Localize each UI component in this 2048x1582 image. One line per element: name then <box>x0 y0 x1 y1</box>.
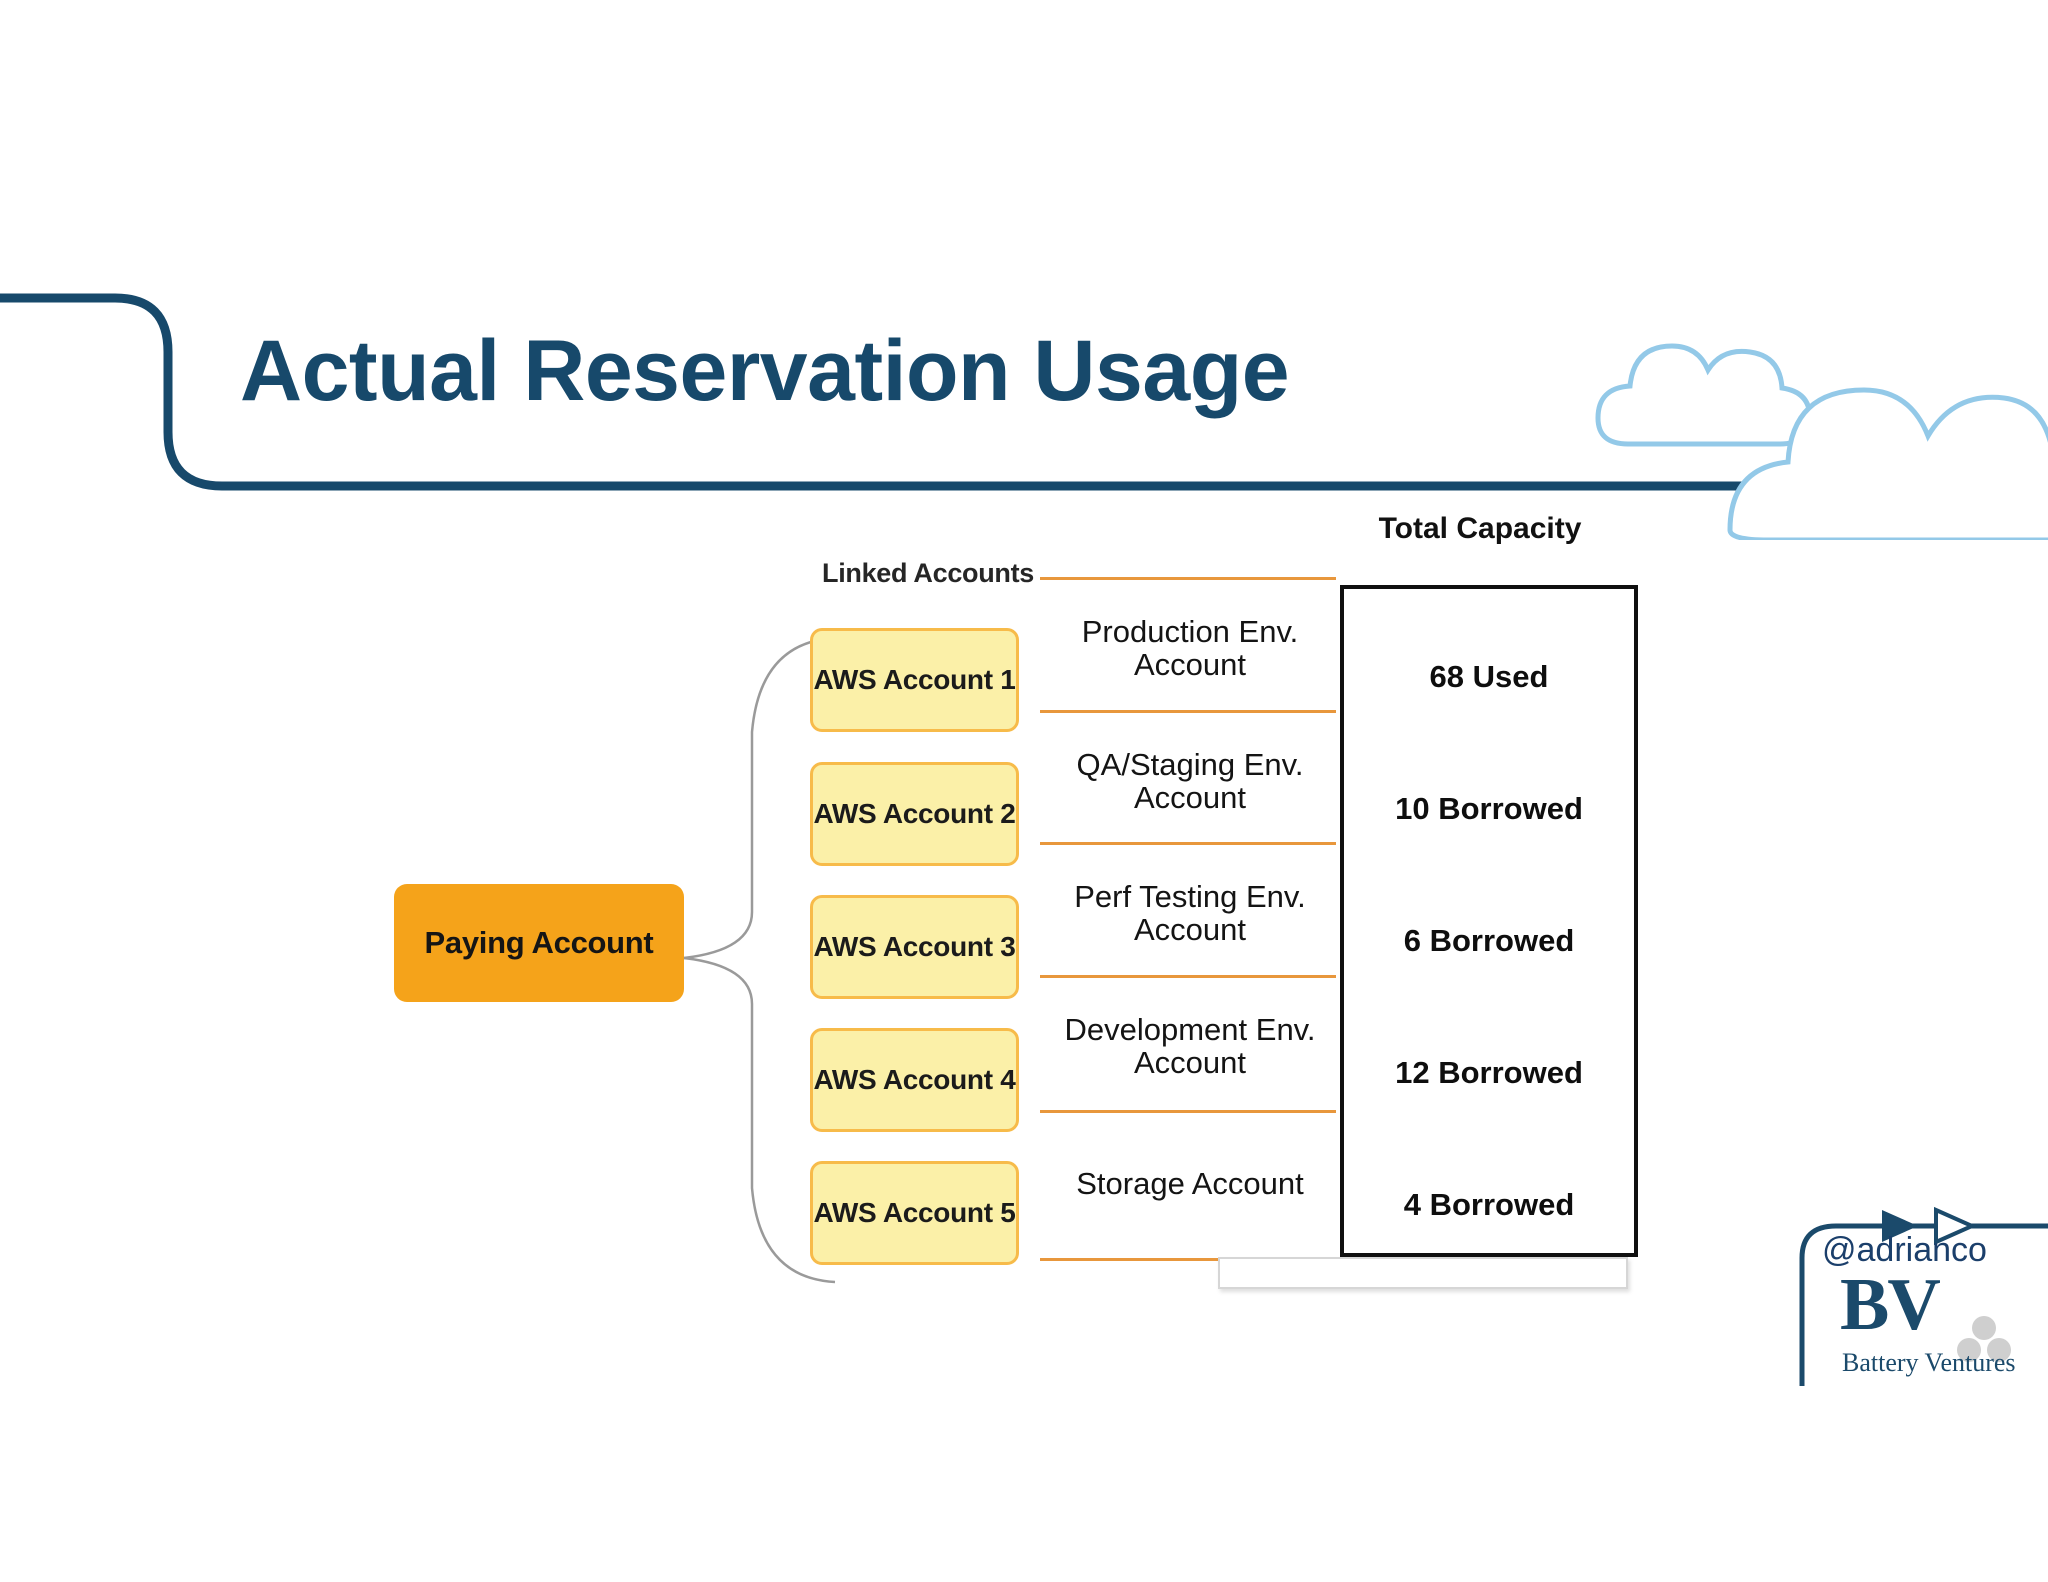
footer-logo-group: @adrianco BV Battery Ventures <box>1790 1190 2048 1390</box>
divider-line <box>1040 975 1336 978</box>
capacity-value: 12 Borrowed <box>1395 1055 1583 1090</box>
environment-label-line1: Storage Account <box>1076 1166 1304 1201</box>
divider-line <box>1040 710 1336 713</box>
capacity-base-bar <box>1218 1257 1628 1289</box>
environment-label-line1: Development Env. <box>1064 1012 1316 1047</box>
linked-accounts-label: Linked Accounts <box>822 558 1035 588</box>
total-capacity-label: Total Capacity <box>1378 512 1582 545</box>
environment-label: Development Env. Account <box>1040 1013 1340 1080</box>
capacity-value: 10 Borrowed <box>1395 791 1583 826</box>
capacity-value: 4 Borrowed <box>1403 1187 1575 1222</box>
paying-account-node[interactable]: Paying Account <box>394 884 684 1002</box>
aws-account-box[interactable]: AWS Account 2 <box>810 762 1019 866</box>
environment-label-line2: Account <box>1133 780 1246 816</box>
environment-label-line2: Account <box>1133 912 1246 948</box>
capacity-value: 6 Borrowed <box>1403 923 1575 958</box>
twitter-handle: @adrianco <box>1822 1231 1987 1269</box>
environment-label-line1: QA/Staging Env. <box>1076 747 1304 782</box>
divider-line <box>1040 1110 1336 1113</box>
environment-label-line1: Perf Testing Env. <box>1074 879 1306 914</box>
environment-label: Perf Testing Env. Account <box>1040 880 1340 947</box>
capacity-value: 68 Used <box>1429 659 1549 694</box>
bv-logo-name: Battery Ventures <box>1842 1348 2016 1377</box>
aws-account-box[interactable]: AWS Account 3 <box>810 895 1019 999</box>
divider-line <box>1040 1258 1336 1261</box>
total-capacity-box: 68 Used 10 Borrowed 6 Borrowed 12 Borrow… <box>1340 585 1638 1257</box>
environment-label-line2: Account <box>1133 1045 1246 1081</box>
aws-account-box[interactable]: AWS Account 4 <box>810 1028 1019 1132</box>
bv-logo-mark: BV <box>1840 1264 1941 1346</box>
aws-account-box[interactable]: AWS Account 1 <box>810 628 1019 732</box>
bv-logo-dots-icon <box>1957 1316 2011 1362</box>
aws-account-box[interactable]: AWS Account 5 <box>810 1161 1019 1265</box>
environment-label: QA/Staging Env. Account <box>1040 748 1340 815</box>
environment-label-line1: Production Env. <box>1081 614 1299 649</box>
divider-line <box>1040 577 1336 580</box>
divider-line <box>1040 842 1336 845</box>
environment-label-line2: Account <box>1133 647 1246 683</box>
environment-label: Storage Account <box>1040 1166 1340 1201</box>
environment-label: Production Env. Account <box>1040 615 1340 682</box>
page-title: Actual Reservation Usage <box>240 323 1290 419</box>
